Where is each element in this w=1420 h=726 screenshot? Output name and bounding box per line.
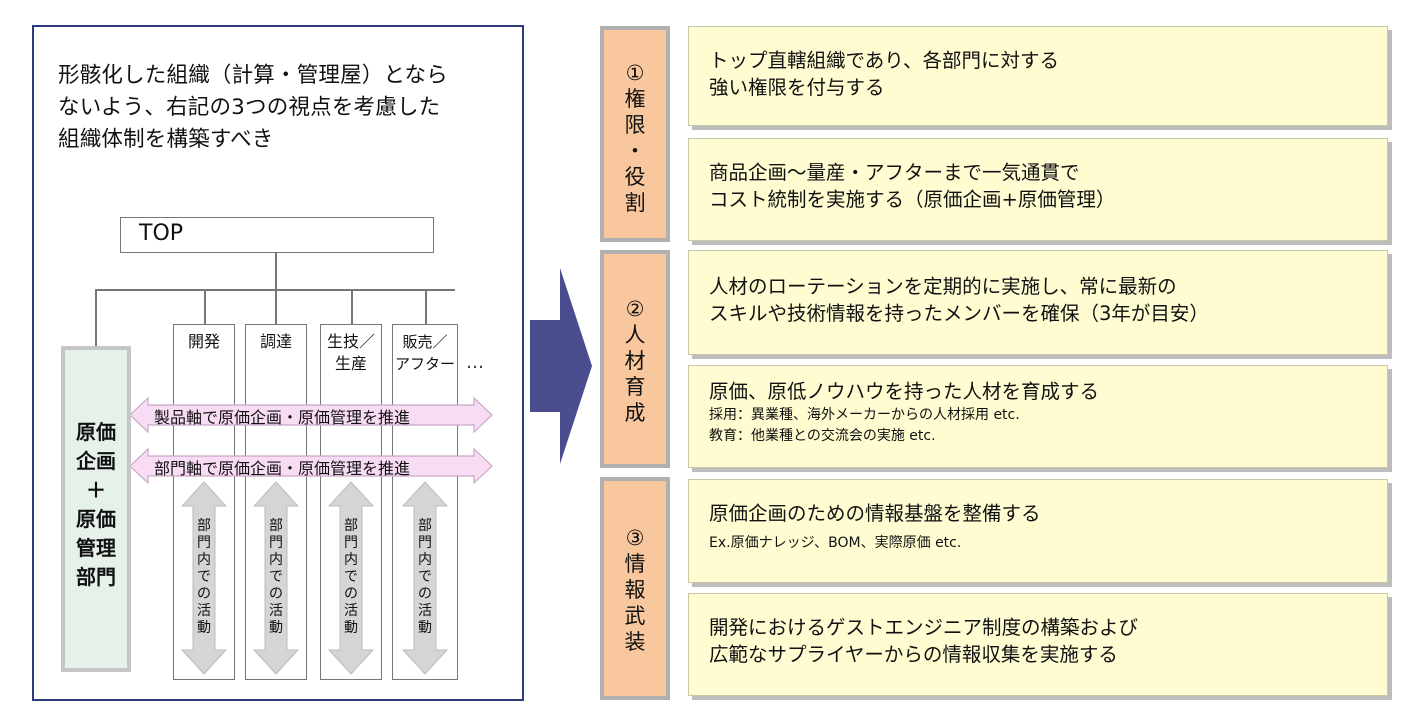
product-axis-label: 製品軸で原価企画・原価管理を推進 — [154, 408, 411, 427]
intro-line-3: 組織体制を構築すべき — [58, 127, 274, 152]
item-authority-1: トップ直轄組織であり、各部門に対する 強い権限を付与する — [688, 26, 1388, 126]
v-label-proc: 部門内での活動 — [269, 518, 283, 636]
v-arrow-prod — [327, 481, 375, 675]
category-talent-development: ② 人 材 育 成 — [600, 250, 670, 468]
dept-label: 調達 — [259, 332, 292, 351]
connector-dev — [204, 289, 206, 325]
chevron-right-arrow — [530, 268, 592, 464]
axis-arrows — [129, 396, 493, 485]
department-axis-arrow — [129, 447, 493, 485]
dept-label: 開発 — [187, 332, 220, 351]
connector-cost — [95, 289, 97, 347]
connector-prod — [351, 289, 353, 325]
v-arrow-sales — [401, 481, 449, 675]
item-talent-1: 人材のローテーションを定期的に実施し、常に最新の スキルや技術情報を持ったメンバ… — [688, 250, 1388, 355]
v-arrow-proc — [252, 481, 300, 675]
v-arrow-dev — [180, 481, 228, 675]
department-axis-label: 部門軸で原価企画・原価管理を推進 — [154, 459, 411, 478]
intro-line-1: 形骸化した組織（計算・管理屋）となら — [58, 63, 448, 88]
item-authority-2: 商品企画～量産・アフターまで一気通貫で コスト統制を実施する（原価企画+原価管理… — [688, 138, 1388, 241]
dept-label-2: アフター — [394, 355, 455, 373]
connector-sales — [425, 289, 427, 325]
intro-text: 形骸化した組織（計算・管理屋）となら ないよう、右記の3つの視点を考慮した 組織… — [58, 60, 508, 156]
category-authority-role: ① 権 限 ・ 役 割 — [600, 26, 670, 242]
category-information-armament: ③ 情 報 武 装 — [600, 477, 670, 700]
v-label-dev: 部門内での活動 — [197, 518, 211, 636]
product-axis-arrow — [129, 396, 493, 434]
dept-label-2: 生産 — [334, 354, 367, 373]
item-info-1: 原価企画のための情報基盤を整備する Ex.原価ナレッジ、BOM、実際原価 etc… — [688, 479, 1388, 583]
intro-line-2: ないよう、右記の3つの視点を考慮した — [58, 95, 441, 120]
top-box: TOP — [120, 217, 434, 253]
dept-label: 生技／ — [326, 332, 375, 351]
more-departments-ellipsis: … — [466, 352, 486, 373]
connector-top-down — [275, 253, 277, 290]
item-talent-2: 原価、原低ノウハウを持った人材を育成する 採用：異業種、海外メーカーからの人材採… — [688, 365, 1388, 468]
item-info-2: 開発におけるゲストエンジニア制度の構築および 広範なサプライヤーからの情報収集を… — [688, 593, 1388, 696]
dept-label: 販売／ — [402, 333, 448, 351]
connector-proc — [275, 289, 277, 325]
v-label-sales: 部門内での活動 — [418, 518, 432, 636]
vertical-arrows — [180, 481, 449, 675]
cost-planning-department: 原価 企画 ＋ 原価 管理 部門 — [61, 346, 131, 672]
v-label-prod: 部門内での活動 — [344, 518, 358, 636]
